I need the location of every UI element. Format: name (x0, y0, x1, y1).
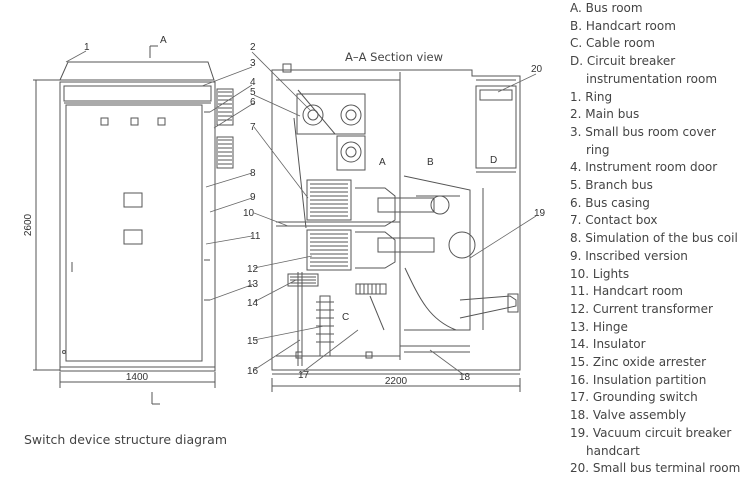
callout-7: 7 (250, 122, 256, 133)
legend-item-continued: instrumentation room (586, 71, 718, 86)
callout-5: 5 (250, 87, 256, 98)
legend-item: 14. Insulator (570, 337, 646, 352)
legend-item-continued: handcart (586, 443, 640, 458)
callout-2: 2 (250, 42, 256, 53)
legend-item: A. Bus room (570, 1, 643, 15)
legend-item: 18. Valve assembly (570, 408, 687, 423)
dim-front-width: 1400 (126, 372, 149, 383)
callout-16: 16 (247, 366, 259, 377)
legend-item: B. Handcart room (570, 18, 676, 33)
legend-item-continued: ring (586, 142, 610, 157)
legend-item: 10. Lights (570, 266, 630, 281)
diagram-caption: Switch device structure diagram (24, 432, 228, 447)
legend-item: 12. Current transformer (570, 301, 713, 316)
section-marker: A (160, 35, 167, 46)
legend-item: 1. Ring (570, 89, 613, 104)
legend-list: A. Bus room B. Handcart room C. Cable ro… (570, 0, 742, 478)
room-letter-d: D (490, 155, 497, 166)
legend-item: C. Cable room (570, 36, 655, 51)
legend-item: D. Circuit breaker (570, 54, 676, 69)
callout-6: 6 (250, 97, 256, 108)
room-letter-c: C (342, 312, 349, 323)
callout-19: 19 (534, 208, 546, 219)
callout-18: 18 (459, 372, 471, 383)
legend-item: 20. Small bus terminal room (570, 461, 741, 476)
legend-item: 19. Vacuum circuit breaker (570, 425, 732, 440)
front-view (33, 45, 234, 405)
legend-item: 6. Bus casing (570, 195, 650, 210)
callout-17: 17 (298, 370, 310, 381)
legend-item: 11. Handcart room (570, 284, 683, 299)
callout-12: 12 (247, 264, 259, 275)
section-view-title: A–A Section view (345, 50, 444, 64)
legend-item: 16. Insulation partition (570, 372, 707, 387)
legend-item: 7. Contact box (570, 213, 658, 228)
callout-15: 15 (247, 336, 259, 347)
legend-item: 13. Hinge (570, 319, 628, 334)
callout-4: 4 (250, 77, 256, 88)
room-letter-a: A (379, 157, 386, 168)
callout-14: 14 (247, 298, 259, 309)
legend-item: 15. Zinc oxide arrester (570, 355, 707, 370)
legend-item: 4. Instrument room door (570, 160, 718, 175)
legend-item: 2. Main bus (570, 107, 640, 122)
dim-height: 2600 (23, 213, 34, 236)
dim-side-width: 2200 (385, 376, 408, 387)
room-letter-b: B (427, 157, 434, 168)
callout-8: 8 (250, 168, 256, 179)
legend-item: 17. Grounding switch (570, 390, 698, 405)
leader-lines (65, 50, 537, 376)
callout-3: 3 (250, 58, 256, 69)
callout-20: 20 (531, 64, 543, 75)
section-view (271, 63, 521, 392)
legend-item: 8. Simulation of the bus coil (570, 231, 738, 246)
legend-item: 5. Branch bus (570, 178, 653, 193)
callout-1: 1 (84, 42, 90, 53)
callout-11: 11 (250, 231, 261, 242)
legend-item: 3. Small bus room cover (570, 124, 716, 139)
callout-10: 10 (243, 208, 255, 219)
legend-item: 9. Inscribed version (570, 248, 688, 263)
callout-13: 13 (247, 279, 259, 290)
callout-9: 9 (250, 192, 256, 203)
